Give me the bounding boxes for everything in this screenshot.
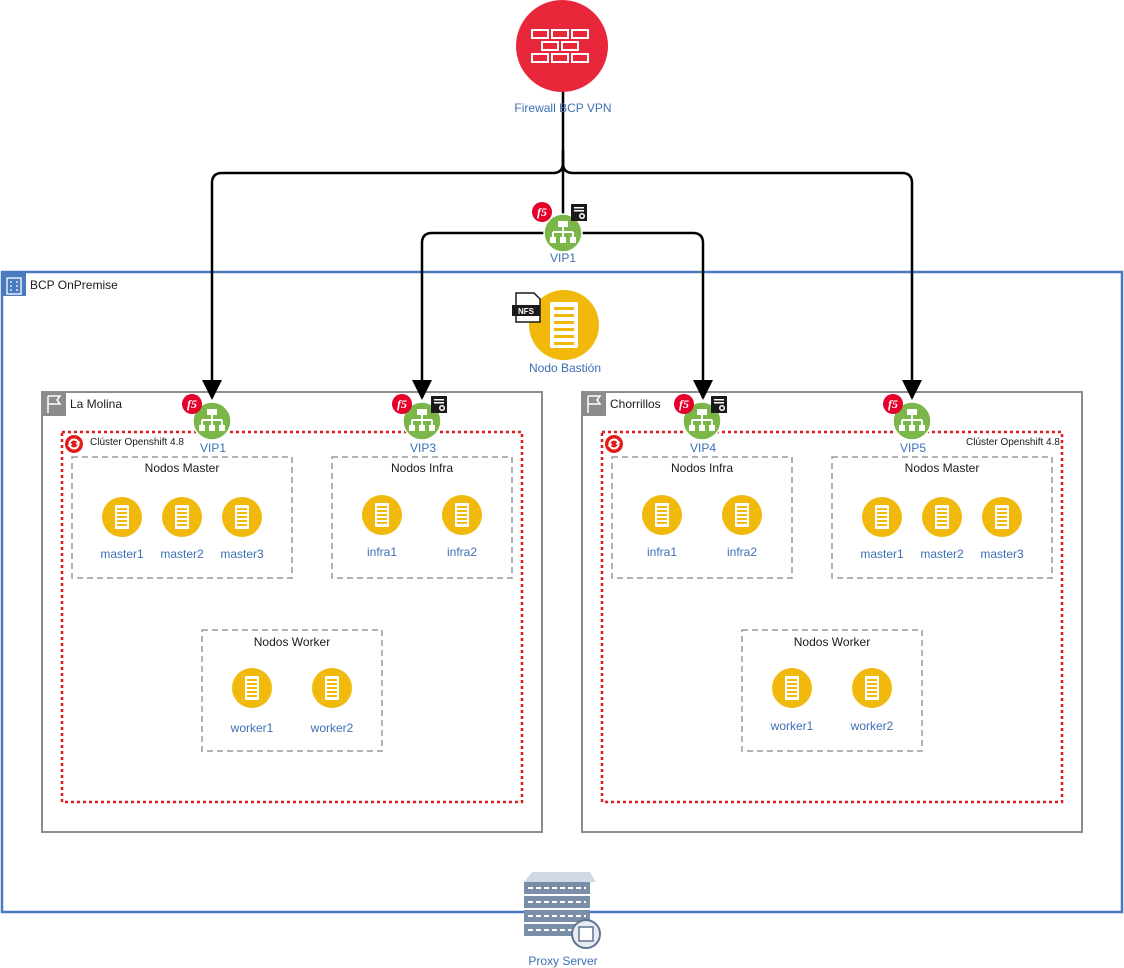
certificate-icon bbox=[711, 396, 727, 413]
vip-left-2-label: VIP3 bbox=[409, 441, 437, 455]
node-label: infra2 bbox=[446, 545, 478, 559]
node-label: infra1 bbox=[366, 545, 398, 559]
certificate-icon bbox=[431, 396, 447, 413]
cluster-right-boundary bbox=[600, 430, 1064, 804]
vip-right-2-label: VIP5 bbox=[899, 441, 927, 455]
server-icon[interactable] bbox=[362, 495, 402, 535]
cluster-left-boundary bbox=[60, 430, 524, 804]
server-icon[interactable] bbox=[982, 497, 1022, 537]
f5-logo-icon bbox=[182, 394, 202, 414]
nfs-badge-icon: NFS bbox=[512, 292, 541, 323]
cluster-left-label: Clúster Openshift 4.8 bbox=[90, 437, 184, 448]
proxy-label: Proxy Server bbox=[528, 954, 598, 968]
server-icon[interactable] bbox=[862, 497, 902, 537]
firewall-label: Firewall BCP VPN bbox=[514, 101, 612, 115]
server-icon[interactable] bbox=[852, 668, 892, 708]
flag-icon bbox=[582, 392, 606, 416]
edge-vip1-vip3 bbox=[412, 231, 560, 400]
openshift-icon bbox=[604, 434, 624, 454]
bastion-label: Nodo Bastión bbox=[528, 361, 602, 375]
group-right-infra bbox=[611, 456, 793, 579]
zone-left-label: La Molina bbox=[70, 397, 123, 411]
node-label: infra1 bbox=[646, 545, 678, 559]
group-right-master-title: Nodos Master bbox=[904, 461, 980, 475]
node-label: worker2 bbox=[310, 721, 354, 735]
openshift-icon bbox=[64, 434, 84, 454]
group-left-infra-title: Nodos Infra bbox=[390, 461, 454, 475]
firewall-icon[interactable] bbox=[516, 0, 608, 92]
site-label: BCP OnPremise bbox=[30, 278, 118, 292]
server-icon[interactable] bbox=[772, 668, 812, 708]
node-label: master3 bbox=[220, 547, 264, 561]
node-label: master1 bbox=[100, 547, 144, 561]
group-left-worker bbox=[201, 629, 383, 752]
node-label: worker2 bbox=[850, 719, 894, 733]
building-icon bbox=[2, 272, 26, 296]
proxy-server-icon[interactable] bbox=[524, 872, 601, 949]
certificate-icon bbox=[571, 204, 587, 221]
f5-logo-icon bbox=[532, 202, 552, 222]
server-icon[interactable] bbox=[162, 497, 202, 537]
f5-logo-icon bbox=[392, 394, 412, 414]
group-right-infra-title: Nodos Infra bbox=[670, 461, 734, 475]
zone-left-boundary bbox=[41, 391, 543, 833]
node-label: master3 bbox=[980, 547, 1024, 561]
vip-right-1-label: VIP4 bbox=[689, 441, 717, 455]
group-right-master bbox=[831, 456, 1053, 579]
server-icon[interactable] bbox=[642, 495, 682, 535]
node-label: master1 bbox=[860, 547, 904, 561]
nfs-badge-text: NFS bbox=[518, 307, 535, 316]
group-right-worker-title: Nodos Worker bbox=[793, 635, 871, 649]
server-icon[interactable] bbox=[442, 495, 482, 535]
group-left-infra bbox=[331, 456, 513, 579]
vip-left-1-label: VIP1 bbox=[199, 441, 227, 455]
f5-logo-icon bbox=[883, 394, 903, 414]
cluster-right-label: Clúster Openshift 4.8 bbox=[966, 437, 1060, 448]
server-icon[interactable] bbox=[222, 497, 262, 537]
server-icon[interactable] bbox=[312, 668, 352, 708]
zone-right-boundary bbox=[581, 391, 1083, 833]
zone-right-label: Chorrillos bbox=[610, 397, 661, 411]
vip-main-label: VIP1 bbox=[549, 251, 577, 265]
group-right-worker bbox=[741, 629, 923, 752]
edge-firewall-left-vip1 bbox=[202, 150, 565, 400]
node-label: master2 bbox=[920, 547, 964, 561]
server-icon[interactable] bbox=[232, 668, 272, 708]
server-icon[interactable] bbox=[922, 497, 962, 537]
flag-icon bbox=[42, 392, 66, 416]
server-icon[interactable] bbox=[529, 290, 599, 360]
node-label: master2 bbox=[160, 547, 204, 561]
edge-vip1-vip4 bbox=[566, 231, 713, 400]
edge-firewall-right-vip5 bbox=[561, 150, 922, 400]
group-left-master bbox=[71, 456, 293, 579]
server-icon[interactable] bbox=[722, 495, 762, 535]
group-left-master-title: Nodos Master bbox=[144, 461, 220, 475]
f5-logo-icon bbox=[674, 394, 694, 414]
node-label: worker1 bbox=[230, 721, 274, 735]
server-icon[interactable] bbox=[102, 497, 142, 537]
node-label: infra2 bbox=[726, 545, 758, 559]
node-label: worker1 bbox=[770, 719, 814, 733]
group-left-worker-title: Nodos Worker bbox=[253, 635, 331, 649]
